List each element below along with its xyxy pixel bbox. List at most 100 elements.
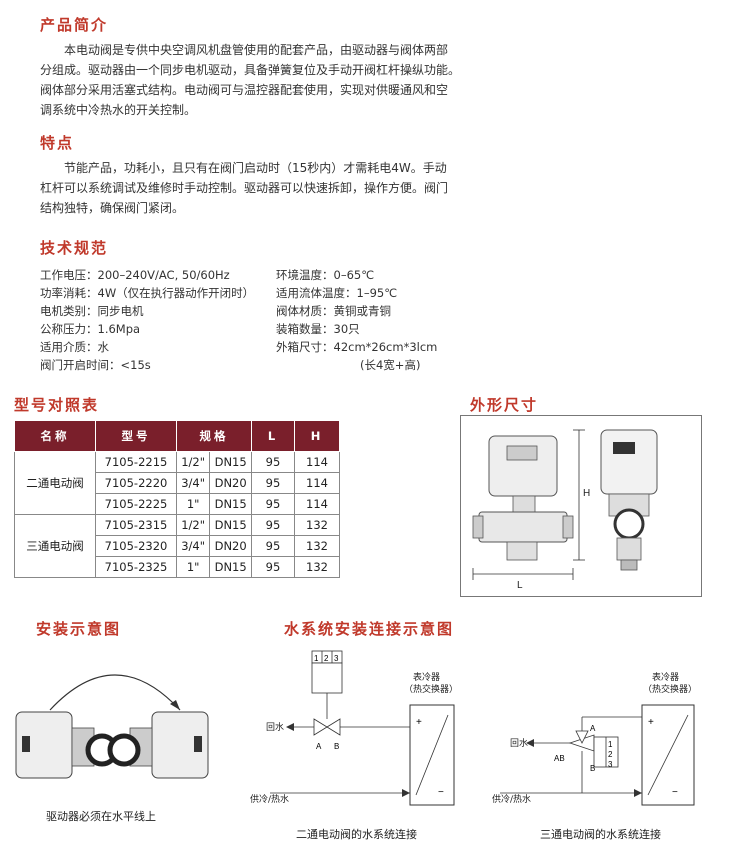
cell-dn: DN20 [209, 472, 252, 494]
spec-power: 功率消耗：4W（仅在执行器动作开闭时） [40, 286, 255, 300]
coil-sublabel-2: （热交换器） [643, 685, 698, 695]
cell-model: 7105-2215 [95, 451, 177, 473]
coil-minus-2: − [672, 787, 678, 798]
cell-l: 95 [251, 514, 295, 536]
cell-l: 95 [251, 472, 295, 494]
cell-model: 7105-2315 [95, 514, 177, 536]
col-header-h: H [294, 420, 340, 452]
spec-motor: 电机类别：同步电机 [40, 304, 144, 318]
cell-size: 3/4" [175, 535, 211, 557]
three-way-caption: 三通电动阀的水系统连接 [540, 828, 661, 841]
port-b: B [334, 742, 339, 751]
return-label-2: 回水 [510, 739, 529, 749]
terminal-3: 3 [334, 654, 339, 663]
cell-l: 95 [251, 493, 295, 515]
cell-dn: DN15 [209, 451, 252, 473]
return-label-1: 回水 [266, 723, 285, 733]
intro-paragraph: 本电动阀是专供中央空调风机盘管使用的配套产品，由驱动器与阀体两部 分组成。驱动器… [40, 40, 460, 120]
spec-ambient-temp: 环境温度：0–65℃ [276, 268, 375, 282]
spec-open-time: 阀门开启时间：<15s [40, 358, 151, 372]
specs-right-column: 环境温度：0–65℃ 适用流体温度：1–95℃ 阀体材质：黄铜或青铜 装箱数量：… [276, 266, 437, 374]
features-heading: 特点 [40, 134, 75, 152]
cell-dn: DN15 [209, 493, 252, 515]
two-way-diagram: 1 2 3 + − A B [270, 650, 455, 806]
dimensions-heading: 外形尺寸 [470, 396, 539, 414]
spec-carton-note: (长4宽+高) [360, 358, 421, 372]
coil-sublabel-1: （热交换器） [404, 685, 459, 695]
features-line: 杠杆可以系统调试及维修时手动控制。驱动器可以快速拆卸，操作方便。阀门 [40, 181, 449, 195]
port-ab: AB [554, 754, 565, 763]
cell-h: 114 [294, 493, 340, 515]
spec-pressure: 公称压力：1.6Mpa [40, 322, 141, 336]
table-row: 三通电动阀 7105-2315 1/2" DN15 95 132 [14, 514, 340, 578]
coil-label-1: 表冷器 [413, 673, 441, 683]
port-a: A [316, 742, 322, 751]
intro-line: 调系统中冷热水的开关控制。 [40, 103, 197, 117]
intro-line: 本电动阀是专供中央空调风机盘管使用的配套产品，由驱动器与阀体两部 [64, 43, 449, 57]
port-a-2: A [590, 724, 596, 733]
col-header-l: L [251, 420, 295, 452]
model-table-heading: 型号对照表 [14, 396, 100, 414]
cell-size: 1" [175, 493, 211, 515]
cell-size: 1/2" [175, 451, 211, 473]
spec-medium: 适用介质：水 [40, 340, 109, 354]
table-row: 7105-2220 3/4" DN20 95 114 [15, 472, 340, 494]
cell-l: 95 [251, 535, 295, 557]
intro-line: 分组成。驱动器由一个同步电机驱动，具备弹簧复位及手动开阀杠杆操纵功能。 [40, 63, 461, 77]
supply-label-2: 供冷/热水 [492, 795, 532, 805]
cell-model: 7105-2225 [95, 493, 177, 515]
install-heading: 安装示意图 [36, 620, 122, 638]
col-header-name: 名称 [14, 420, 96, 452]
spec-carton-size: 外箱尺寸：42cm*26cm*3lcm [276, 340, 438, 354]
cell-model: 7105-2325 [95, 556, 177, 578]
dim-l-label: L [517, 580, 523, 591]
spec-packing: 装箱数量：30只 [276, 322, 360, 336]
cell-size: 1" [175, 556, 211, 578]
model-table: 名称 型号 规格 L H 二通电动阀 7105-2215 1/2" DN15 9… [14, 420, 340, 578]
install-diagram [15, 674, 209, 779]
dim-h-label: H [583, 488, 590, 499]
col-header-spec: 规格 [176, 420, 252, 452]
cell-model: 7105-2220 [95, 472, 177, 494]
cell-model: 7105-2320 [95, 535, 177, 557]
features-paragraph: 节能产品，功耗小，且只有在阀门启动时（15秒内）才需耗电4W。手动 杠杆可以系统… [40, 158, 460, 218]
intro-line: 阀体部分采用活塞式结构。电动阀可与温控器配套使用，实现对供暖通风和空 [40, 83, 449, 97]
cell-l: 95 [251, 451, 295, 473]
dimension-drawing: H L [472, 429, 658, 591]
terminal-2b: 2 [608, 750, 613, 759]
cell-dn: DN15 [209, 514, 252, 536]
port-b-2: B [590, 764, 595, 773]
cell-size: 1/2" [175, 514, 211, 536]
specs-left-column: 工作电压：200–240V/AC, 50/60Hz 功率消耗：4W（仅在执行器动… [40, 266, 254, 374]
features-line: 结构独特，确保阀门紧闭。 [40, 201, 185, 215]
table-row: 二通电动阀 7105-2215 1/2" DN15 95 114 [14, 451, 340, 515]
cell-l: 95 [251, 556, 295, 578]
dimensions-box: H L [460, 415, 702, 597]
install-caption: 驱动器必须在水平线上 [46, 810, 156, 823]
water-heading: 水系统安装连接示意图 [284, 620, 455, 638]
table-row: 7105-2325 1" DN15 95 132 [15, 556, 340, 578]
cell-size: 3/4" [175, 472, 211, 494]
spec-fluid-temp: 适用流体温度：1–95℃ [276, 286, 398, 300]
cell-dn: DN20 [209, 535, 252, 557]
spec-material: 阀体材质：黄铜或青铜 [276, 304, 391, 318]
cell-h: 132 [294, 556, 340, 578]
terminal-3b: 3 [608, 760, 613, 769]
group-name: 二通电动阀 [14, 451, 96, 515]
terminal-1b: 1 [608, 740, 613, 749]
three-way-diagram: + − 1 2 3 A AB B [500, 704, 695, 806]
cell-h: 114 [294, 472, 340, 494]
table-row: 7105-2320 3/4" DN20 95 132 [15, 535, 340, 557]
two-way-caption: 二通电动阀的水系统连接 [296, 828, 417, 841]
specs-heading: 技术规范 [40, 239, 109, 257]
terminal-2: 2 [324, 654, 329, 663]
coil-plus: + [416, 717, 422, 728]
intro-heading: 产品简介 [40, 16, 109, 34]
table-header-row: 名称 型号 规格 L H [14, 420, 340, 452]
coil-minus: − [438, 787, 444, 798]
cell-h: 132 [294, 514, 340, 536]
spec-voltage: 工作电压：200–240V/AC, 50/60Hz [40, 268, 230, 282]
coil-label-2: 表冷器 [652, 673, 680, 683]
terminal-1: 1 [314, 654, 319, 663]
cell-h: 114 [294, 451, 340, 473]
